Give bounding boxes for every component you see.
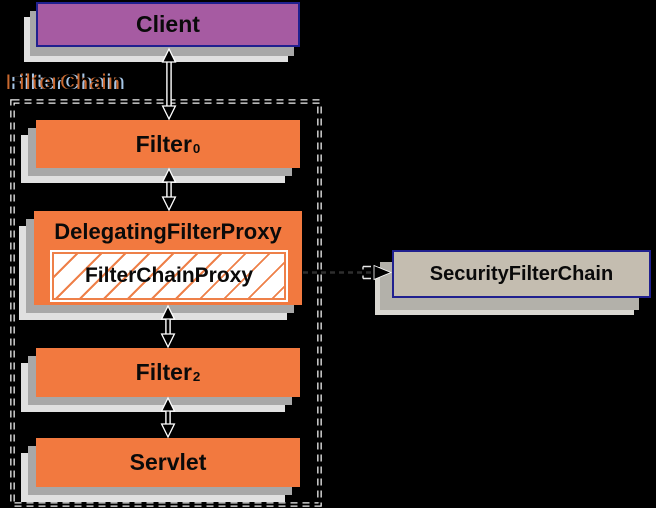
filter2-subscript: 2	[192, 369, 201, 384]
client-label: Client	[136, 11, 200, 37]
filter-chain-proxy-label: FilterChainProxy	[84, 264, 254, 287]
security-filter-chain-box: SecurityFilterChain	[392, 250, 651, 298]
filter2-label: Filter	[135, 359, 192, 385]
servlet-box: Servlet	[36, 438, 300, 487]
arrow-filter0-dfp	[161, 167, 177, 212]
filter0-subscript: 0	[192, 140, 201, 156]
arrow-client-filter0	[161, 47, 177, 121]
delegating-filter-proxy-box: DelegatingFilterProxy FilterChainProxy	[34, 211, 302, 305]
delegating-filter-proxy-label: DelegatingFilterProxy	[54, 218, 282, 244]
filter-chain-proxy-box: FilterChainProxy	[52, 252, 286, 300]
client-box: Client	[36, 2, 300, 47]
servlet-label: Servlet	[129, 449, 207, 475]
filter0-label: Filter	[135, 130, 192, 157]
security-filter-chain-label: SecurityFilterChain	[429, 262, 614, 285]
arrow-fcp-securityfilterchain	[303, 264, 393, 281]
arrow-filter2-servlet	[160, 396, 176, 439]
filterchain-boundary-label: FilterChain	[8, 71, 124, 94]
arrow-dfp-filter2	[160, 304, 176, 349]
